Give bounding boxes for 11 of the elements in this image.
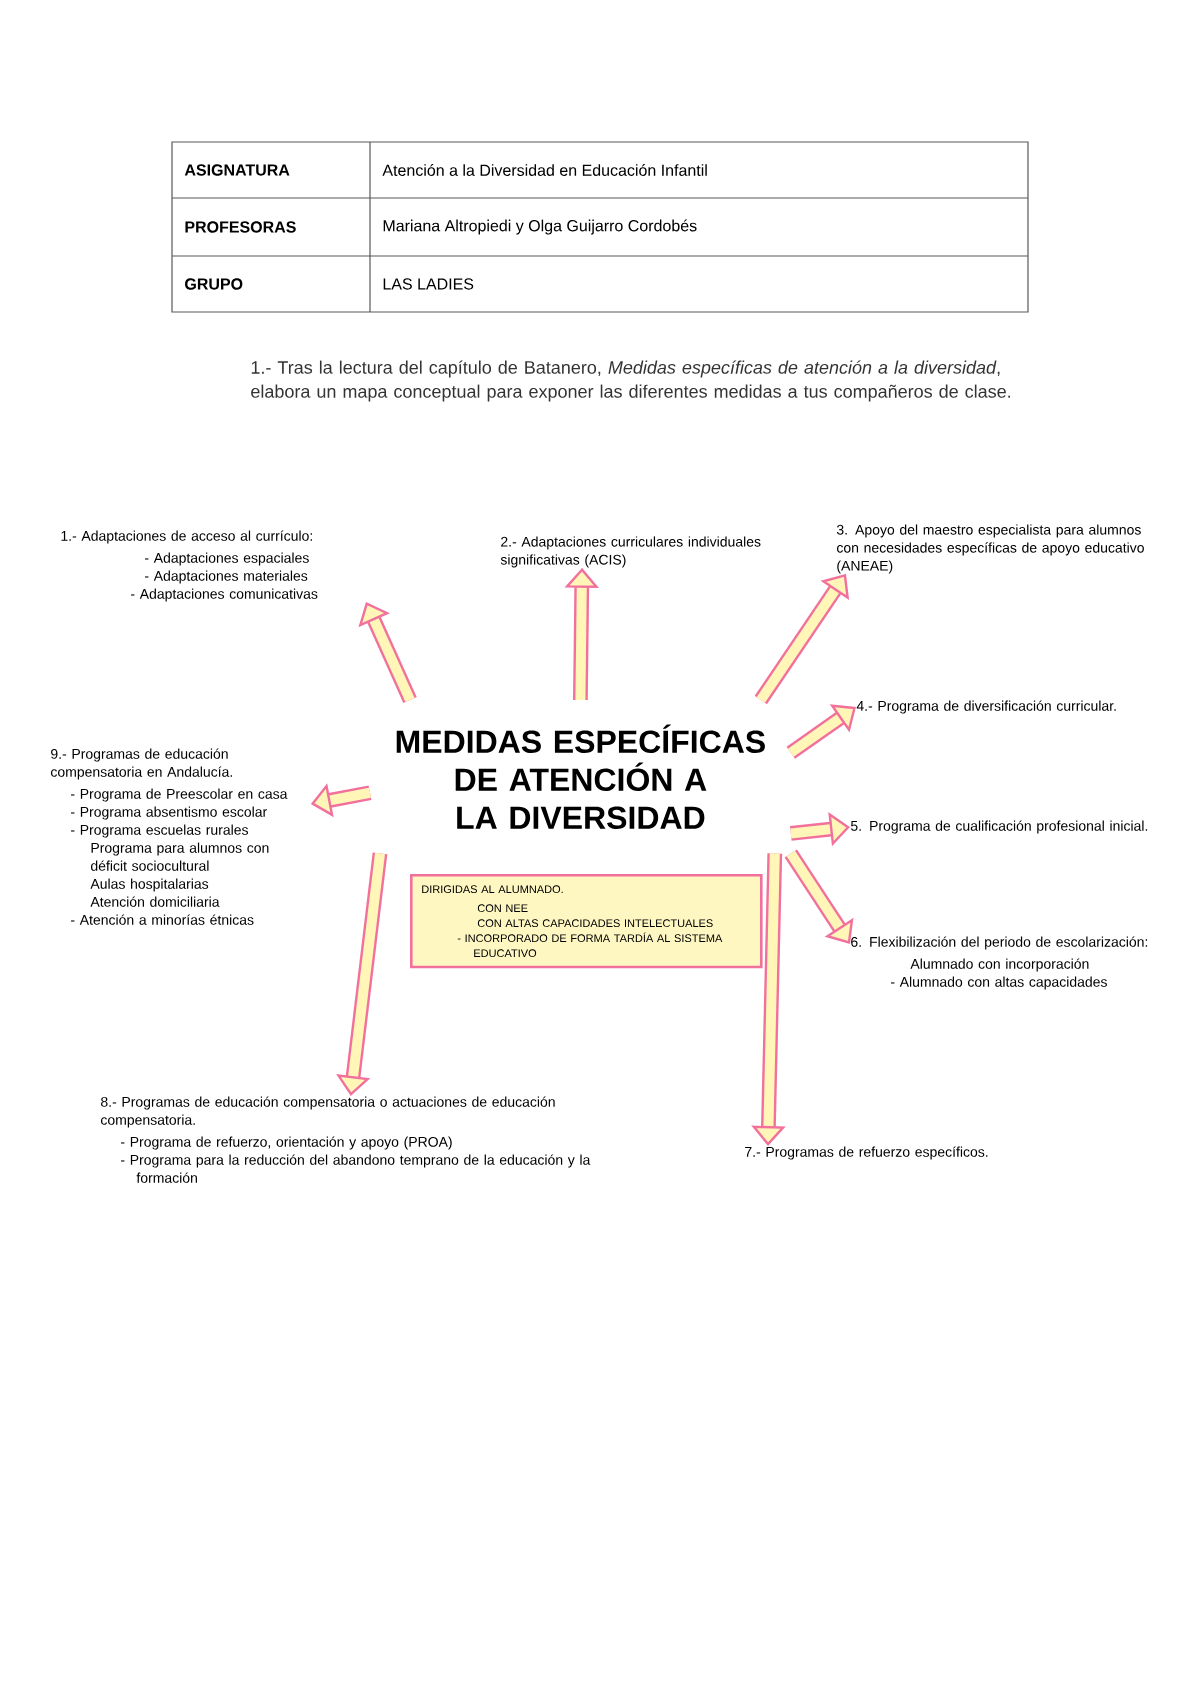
instruction-text: 1.- Tras la lectura del capítulo de Batanero, Medidas específicas de atención a la diversidad, elabora un mapa conceptual para exponer las diferentes medidas a tus compañeros de clase. xyxy=(251,360,1011,402)
table-cell: PROFESORAS xyxy=(185,221,296,233)
title-text: MEDIDAS ESPECÍFICAS DE ATENCIÓN A LA DIVERSIDAD xyxy=(396,724,765,830)
table-cell: ASIGNATURA xyxy=(184,164,290,176)
block-arrow xyxy=(786,704,856,759)
table-cell: LAS LADIES xyxy=(383,278,474,290)
block-arrow xyxy=(358,602,417,703)
block-arrow xyxy=(784,849,854,944)
table-cell: Mariana Altropiedi y Olga Guijarro Cordobés xyxy=(383,219,697,235)
table-cell: Atención a la Diversidad en Educación Infantil xyxy=(382,164,707,176)
table-cell: GRUPO xyxy=(185,278,243,290)
